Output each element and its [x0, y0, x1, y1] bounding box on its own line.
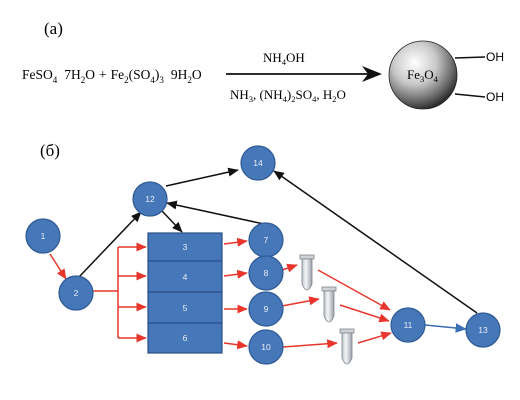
oh-group-top: OH [486, 50, 504, 64]
node-9 [248, 291, 284, 327]
node-14-label: 14 [253, 158, 263, 168]
black-flow-arrows [78, 167, 478, 314]
node-1-label: 1 [41, 231, 46, 241]
node-13-label: 13 [478, 325, 488, 335]
block-4-label: 4 [183, 272, 188, 282]
arrow-1-to-2 [49, 253, 67, 280]
test-tube-2 [321, 286, 337, 323]
node-14 [240, 145, 276, 181]
arrow-12-to-3 [161, 210, 183, 233]
arrow-2-to-12 [78, 211, 142, 278]
fe3o4-particle [388, 40, 458, 110]
arrow-tube2-to-11 [339, 304, 390, 323]
node-10-label: 10 [261, 342, 271, 352]
arrow-11-to-13 [424, 323, 467, 333]
arrow-12-to-14 [165, 167, 239, 187]
block-5-label: 5 [183, 303, 188, 313]
node-2-label: 2 [74, 288, 79, 298]
block-6 [147, 322, 223, 354]
arrow-4-to-8 [223, 269, 248, 279]
arrow-3-to-7 [223, 237, 248, 247]
node-9-label: 9 [264, 304, 269, 314]
node-2 [58, 275, 94, 311]
block-6-label: 6 [183, 333, 188, 343]
panel-b-label: (б) [40, 141, 60, 160]
fe3o4-label: Fe3O4 [407, 67, 439, 84]
node-13 [465, 312, 501, 348]
arrow-6-to-10 [223, 340, 248, 350]
node-8 [248, 255, 284, 291]
block-3-label: 3 [183, 242, 188, 252]
test-tube-1 [299, 254, 315, 291]
by-products-text: NH3, (NH4)2SO4, H2O [230, 87, 346, 104]
node-12-label: 12 [145, 194, 155, 204]
block-5 [147, 291, 223, 324]
oh-group-bottom: OH [486, 90, 504, 104]
panel-b: (б) 3 4 5 6 [25, 141, 501, 365]
arrow-tube3-to-11 [357, 331, 392, 344]
arrow-10-to-tube3 [282, 339, 338, 349]
node-8-label: 8 [264, 268, 269, 278]
node-11-label: 11 [404, 320, 413, 330]
oh-bond-top [454, 56, 486, 59]
block-3 [147, 232, 223, 262]
panel-a-label: (a) [44, 19, 63, 38]
arrow-8-to-tube1 [281, 263, 298, 273]
node-12 [132, 181, 168, 217]
reagent-above-arrow: NH4OH [263, 50, 305, 67]
node-10 [248, 329, 284, 365]
arrow-tube1-to-11 [317, 269, 391, 311]
block-stack: 3 4 5 6 [147, 232, 223, 354]
red-flow-arrows [49, 237, 392, 350]
reaction-arrowhead [362, 66, 382, 82]
flow-nodes: 1 2 7 8 9 10 11 12 13 14 [25, 145, 501, 365]
test-tube-3 [339, 328, 355, 365]
arrow-7-to-12 [166, 200, 265, 225]
node-11 [390, 307, 426, 343]
oh-bond-bottom [454, 93, 486, 98]
block-4 [147, 260, 223, 293]
arrow-13-to-14 [273, 170, 478, 314]
arrow-9-to-tube2 [281, 296, 320, 307]
node-7-label: 7 [264, 235, 269, 245]
node-1 [25, 218, 61, 254]
